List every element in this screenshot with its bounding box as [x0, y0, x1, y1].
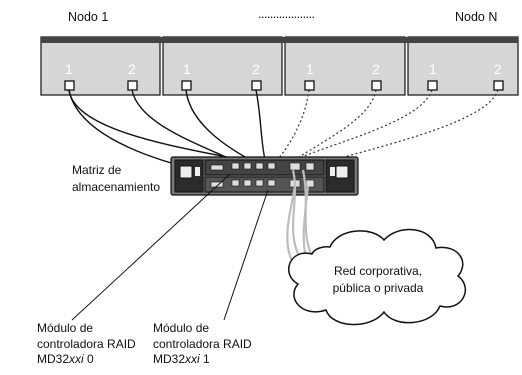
node-port	[371, 80, 382, 91]
controller-label-line2: controladora RAID	[37, 336, 136, 351]
controller-label-line1: Módulo de	[37, 321, 94, 335]
node-port	[251, 80, 262, 91]
port-number: 1	[65, 61, 73, 77]
controller-label-model: MD32xxi 0	[37, 352, 94, 366]
storage-label-line2: almacenamiento	[72, 180, 161, 194]
network-cloud-label: Red corporativa, pública o privada	[318, 263, 438, 297]
node-port	[64, 80, 75, 91]
node-port	[304, 80, 315, 91]
node-port	[427, 80, 438, 91]
network-label-line1: Red corporativa,	[333, 264, 423, 278]
node-ports	[64, 80, 504, 91]
node-1-label: Nodo 1	[68, 10, 109, 24]
node-servers	[40, 36, 519, 96]
port-number: 2	[494, 61, 502, 77]
controller-0-label: Módulo de controladora RAID MD32xxi 0	[37, 321, 136, 368]
leader-lines	[71, 173, 269, 321]
port-number: 1	[429, 61, 437, 77]
node-port	[493, 80, 504, 91]
node-server-2	[162, 36, 283, 96]
controller-label-line1: Módulo de	[153, 321, 210, 335]
node-backplane	[41, 37, 518, 43]
controller-label-model: MD32xxi 1	[153, 352, 210, 366]
storage-array-label: Matriz de almacenamiento	[72, 162, 160, 196]
node-port	[127, 80, 138, 91]
network-cloud	[287, 228, 467, 326]
network-label-line2: pública o privada	[332, 281, 424, 295]
network-cables	[286, 169, 313, 269]
port-number: 1	[183, 61, 191, 77]
controller-1-label: Módulo de controladora RAID MD32xxi 1	[153, 321, 252, 368]
node-server-3	[284, 36, 406, 96]
port-number: 2	[128, 61, 136, 77]
port-number: 2	[372, 61, 380, 77]
node-n-label: Nodo N	[455, 10, 498, 24]
nodes-ellipsis-label: ...................	[258, 7, 315, 21]
storage-array	[170, 156, 359, 196]
storage-label-line1: Matriz de	[72, 163, 122, 177]
node-server-1	[40, 36, 161, 96]
node-port	[181, 80, 192, 91]
port-number: 1	[306, 61, 314, 77]
controller-label-line2: controladora RAID	[153, 336, 252, 351]
port-number: 2	[252, 61, 260, 77]
